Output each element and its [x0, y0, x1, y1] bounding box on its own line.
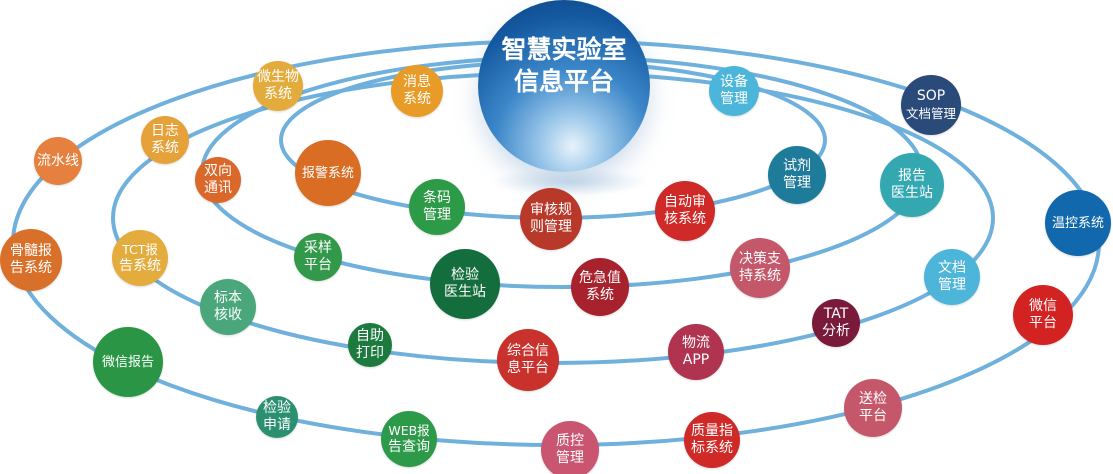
node-label-line: 平台: [1029, 315, 1057, 331]
title-line-1: 智慧实验室: [501, 35, 627, 64]
system-node: 流水线: [34, 137, 82, 185]
node-label-line: 采样: [304, 240, 332, 256]
system-node: 报告医生站: [880, 153, 944, 217]
node-label-line: 系统: [264, 86, 292, 102]
system-node: 综合信息平台: [497, 329, 559, 391]
node-label-line: 检验: [451, 267, 479, 283]
system-node: SOP 文档管理: [901, 75, 961, 135]
node-label-line: 管理: [783, 175, 811, 191]
system-node: 条码管理: [409, 179, 465, 235]
system-node: TCT报告系统: [112, 230, 168, 286]
system-node: 送检平台: [844, 379, 902, 437]
node-label-line: 检验: [263, 400, 291, 416]
node-label-line: TAT: [823, 306, 849, 322]
node-label-line: 则管理: [530, 219, 572, 235]
node-label-line: 文档: [938, 260, 966, 276]
system-node: 质控管理: [541, 421, 599, 474]
node-label-line: TCT报: [122, 242, 158, 257]
node-label-line: 试剂: [783, 158, 811, 174]
node-label-line: 消息: [403, 74, 431, 90]
node-label-line: 报告: [898, 168, 926, 184]
node-label-line: 医生站: [444, 284, 486, 300]
node-label-line: 日志: [151, 123, 179, 139]
system-node: 标本核收: [200, 279, 256, 335]
system-node: WEB报告查询: [381, 411, 437, 467]
node-label-line: 告查询: [388, 439, 430, 455]
node-label-line: 综合信: [507, 343, 549, 359]
node-label-line: 决策支: [739, 251, 781, 267]
node-label-line: 医生站: [891, 185, 933, 201]
node-label-line: 管理: [556, 450, 584, 466]
system-node: 消息系统: [391, 65, 443, 117]
system-node: 微生物系统: [253, 61, 303, 111]
node-label-line: APP: [682, 352, 710, 368]
node-label-line: 微生物: [257, 69, 299, 85]
system-node: 微信平台: [1013, 285, 1073, 345]
system-node: 骨髓报告系统: [0, 229, 62, 291]
node-label-line: 持系统: [739, 268, 781, 284]
system-node: 检验医生站: [430, 249, 500, 319]
node-label-line: 标本: [214, 290, 242, 306]
node-label-line: 系统: [403, 91, 431, 107]
system-node: 检验申请: [256, 396, 298, 438]
system-node: 采样平台: [294, 233, 342, 281]
node-label-line: 报警系统: [301, 165, 354, 181]
node-label-line: WEB报: [388, 423, 430, 438]
system-node: 危急值系统: [571, 258, 629, 316]
node-label-line: 系统: [586, 287, 614, 303]
node-label-line: 核系统: [664, 211, 706, 227]
system-node: 自动审核系统: [655, 181, 715, 241]
node-label-line: 系统: [151, 140, 179, 156]
node-label-line: 审核规: [530, 202, 572, 218]
node-label-line: 管理: [720, 91, 748, 107]
system-node: 温控系统: [1045, 190, 1111, 256]
system-node: 日志系统: [141, 116, 189, 164]
system-node: 报警系统: [295, 140, 361, 206]
node-label-line: 分析: [822, 323, 850, 339]
node-label-line: 告系统: [10, 260, 52, 276]
node-label-line: 自动审: [664, 194, 706, 210]
node-label-line: 告系统: [119, 258, 161, 274]
node-label-line: 质控: [556, 433, 584, 449]
node-label-line: 自助: [356, 328, 384, 344]
node-label-line: 温控系统: [1051, 215, 1104, 231]
node-label-line: 条码: [423, 190, 451, 206]
system-node: 设备管理: [709, 66, 759, 116]
node-label-line: 物流: [682, 335, 710, 351]
node-label-line: 送检: [859, 391, 887, 407]
node-label-line: 设备: [720, 74, 748, 90]
sphere-shadow: [490, 168, 650, 196]
node-label-line: 申请: [263, 417, 291, 433]
system-node: 微信报告: [93, 327, 163, 397]
node-label-line: 通讯: [204, 180, 232, 196]
node-label-line: 文档管理: [905, 106, 956, 121]
node-label-line: 双向: [204, 163, 232, 179]
node-label-line: 流水线: [37, 152, 79, 169]
system-node: 试剂管理: [768, 146, 826, 204]
system-node: 自助打印: [348, 323, 392, 367]
node-label-line: 标系统: [691, 440, 733, 456]
node-label-line: 平台: [304, 257, 332, 273]
node-label-line: 危急值: [579, 270, 621, 286]
system-node: 决策支持系统: [730, 238, 790, 298]
title-line-2: 信息平台: [513, 67, 614, 96]
system-node: 文档管理: [924, 249, 980, 305]
node-label-line: 核收: [214, 307, 242, 323]
node-label-line: 息平台: [507, 360, 549, 376]
system-node: 质量指标系统: [684, 412, 740, 468]
node-label-line: 微信报告: [101, 354, 154, 370]
node-label-line: 微信: [1029, 298, 1057, 314]
system-node: 双向通讯: [195, 157, 241, 203]
platform-title-sphere: 智慧实验室 信息平台: [478, 0, 650, 172]
node-label-line: 质量指: [691, 423, 733, 439]
system-node: 审核规则管理: [520, 188, 582, 250]
node-label-line: 骨髓报: [10, 243, 52, 259]
node-label-line: 平台: [859, 408, 887, 424]
node-label-line: 管理: [423, 207, 451, 223]
node-label-line: 管理: [938, 277, 966, 293]
node-label-line: SOP: [916, 88, 946, 104]
node-label-line: 打印: [356, 345, 384, 361]
